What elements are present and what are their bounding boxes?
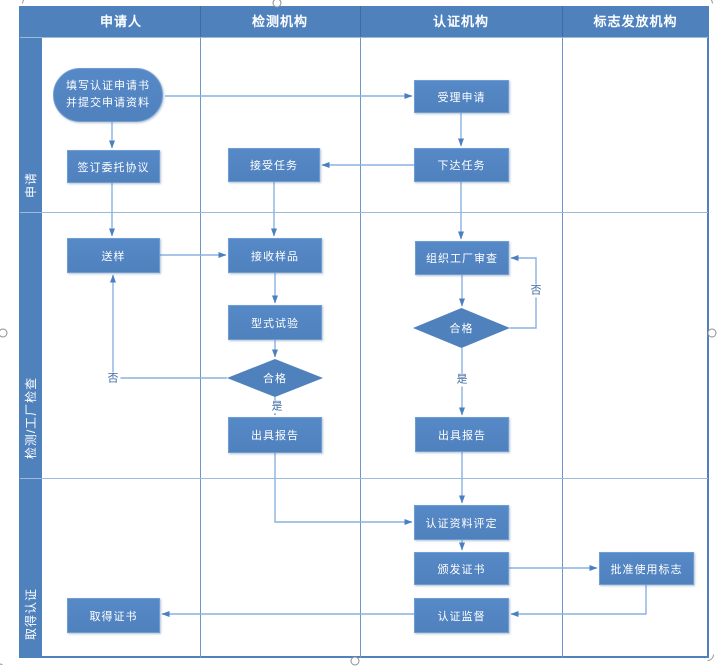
selection-handle-top[interactable] xyxy=(272,0,282,8)
column-divider xyxy=(200,6,201,658)
node-obtain-certificate[interactable]: 取得证书 xyxy=(67,598,160,633)
lane-header-certification-agency[interactable]: 认证机构 xyxy=(432,14,489,29)
column-divider-header xyxy=(200,6,201,38)
connector-decision-no-to-sendsample[interactable] xyxy=(110,274,227,379)
node-assign-task[interactable]: 下达任务 xyxy=(414,148,509,182)
selection-handle-right[interactable] xyxy=(707,328,717,338)
node-receive-sample[interactable]: 接收样品 xyxy=(228,238,322,273)
row-divider xyxy=(20,478,708,479)
connector-report-to-evaluate[interactable] xyxy=(274,453,413,525)
node-organize-factory-review[interactable]: 组织工厂审查 xyxy=(415,241,509,275)
node-sign-agreement[interactable]: 签订委托协议 xyxy=(67,150,160,183)
node-approve-mark-use[interactable]: 批准使用标志 xyxy=(599,552,694,585)
edge-label-yes: 是 xyxy=(269,400,285,414)
column-divider-header xyxy=(562,6,563,38)
row-divider xyxy=(20,212,708,213)
node-certification-supervision[interactable]: 认证监督 xyxy=(414,598,509,633)
node-type-test[interactable]: 型式试验 xyxy=(228,305,322,340)
edge-label-no: 否 xyxy=(528,284,544,298)
node-issue-report-test[interactable]: 出具报告 xyxy=(228,417,322,453)
node-issue-certificate[interactable]: 颁发证书 xyxy=(414,552,509,585)
edge-label-yes: 是 xyxy=(454,373,470,387)
lane-header-mark-issuing-agency[interactable]: 标志发放机构 xyxy=(593,14,678,29)
column-divider xyxy=(360,6,361,658)
selection-handle-bottom[interactable] xyxy=(350,656,360,666)
node-send-sample[interactable]: 送样 xyxy=(67,238,160,273)
connector-approvemark-to-supervision[interactable] xyxy=(510,585,647,617)
node-accept-task[interactable]: 接受任务 xyxy=(228,148,320,182)
column-divider xyxy=(562,6,563,658)
header-underline xyxy=(20,37,708,38)
lane-header-applicant[interactable]: 申请人 xyxy=(99,14,142,29)
selection-handle-left[interactable] xyxy=(0,328,8,338)
row-label-strip xyxy=(19,6,42,658)
node-issue-report-cert[interactable]: 出具报告 xyxy=(415,417,509,452)
lane-header-testing-agency[interactable]: 检测机构 xyxy=(251,14,308,29)
edge-label-no: 否 xyxy=(105,372,121,386)
node-accept-application[interactable]: 受理申请 xyxy=(414,80,509,113)
lane-header-band xyxy=(19,6,709,38)
node-evaluate-materials[interactable]: 认证资料评定 xyxy=(414,505,509,540)
start-node-fill-application[interactable]: 填写认证申请书 并提交申请资料 xyxy=(53,68,163,122)
column-divider-header xyxy=(360,6,361,38)
